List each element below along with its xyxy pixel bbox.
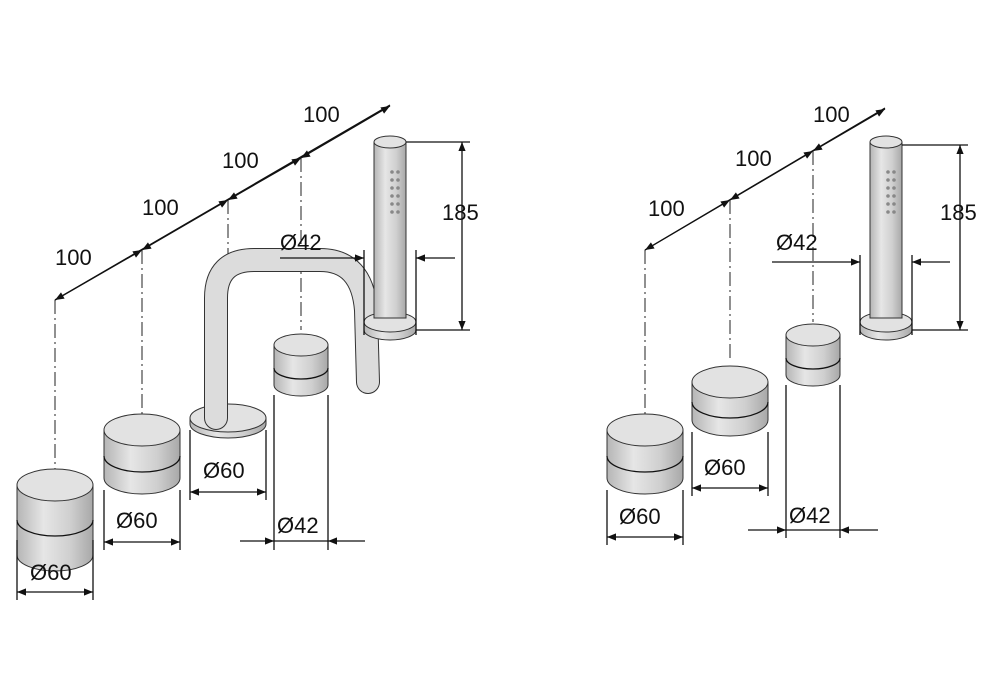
diameter-label: Ø42 xyxy=(280,230,322,255)
spacing-label: 100 xyxy=(55,245,92,270)
diverter-knob xyxy=(785,323,841,387)
spacing-label: 100 xyxy=(142,195,179,220)
hand-shower xyxy=(859,135,913,341)
spacing-label: 100 xyxy=(303,102,340,127)
mixer-knob xyxy=(16,468,94,572)
diameter-label: Ø60 xyxy=(203,458,245,483)
spacing-label: 100 xyxy=(813,102,850,127)
mixer-knob xyxy=(606,413,684,495)
diameter-label: Ø60 xyxy=(619,504,661,529)
diameter-label: Ø60 xyxy=(116,508,158,533)
spacing-label: 100 xyxy=(222,148,259,173)
height-label: 185 xyxy=(940,200,977,225)
diameter-label: Ø42 xyxy=(789,503,831,528)
diameter-label: Ø42 xyxy=(776,230,818,255)
spacing-label: 100 xyxy=(648,196,685,221)
right-group: 100 100 100 Ø60 Ø60 xyxy=(606,102,977,545)
left-group: 100 100 100 100 Ø60 Ø60 xyxy=(16,102,479,600)
height-label: 185 xyxy=(442,200,479,225)
diameter-label: Ø60 xyxy=(30,560,72,585)
spacing-label: 100 xyxy=(735,146,772,171)
diameter-label: Ø60 xyxy=(704,455,746,480)
spout xyxy=(189,248,380,439)
diverter-knob xyxy=(273,333,329,397)
mixer-knob xyxy=(103,413,181,495)
mixer-knob xyxy=(691,365,769,437)
spacing-dimension-line xyxy=(54,104,391,301)
diameter-label: Ø42 xyxy=(277,513,319,538)
hand-shower xyxy=(363,135,417,341)
